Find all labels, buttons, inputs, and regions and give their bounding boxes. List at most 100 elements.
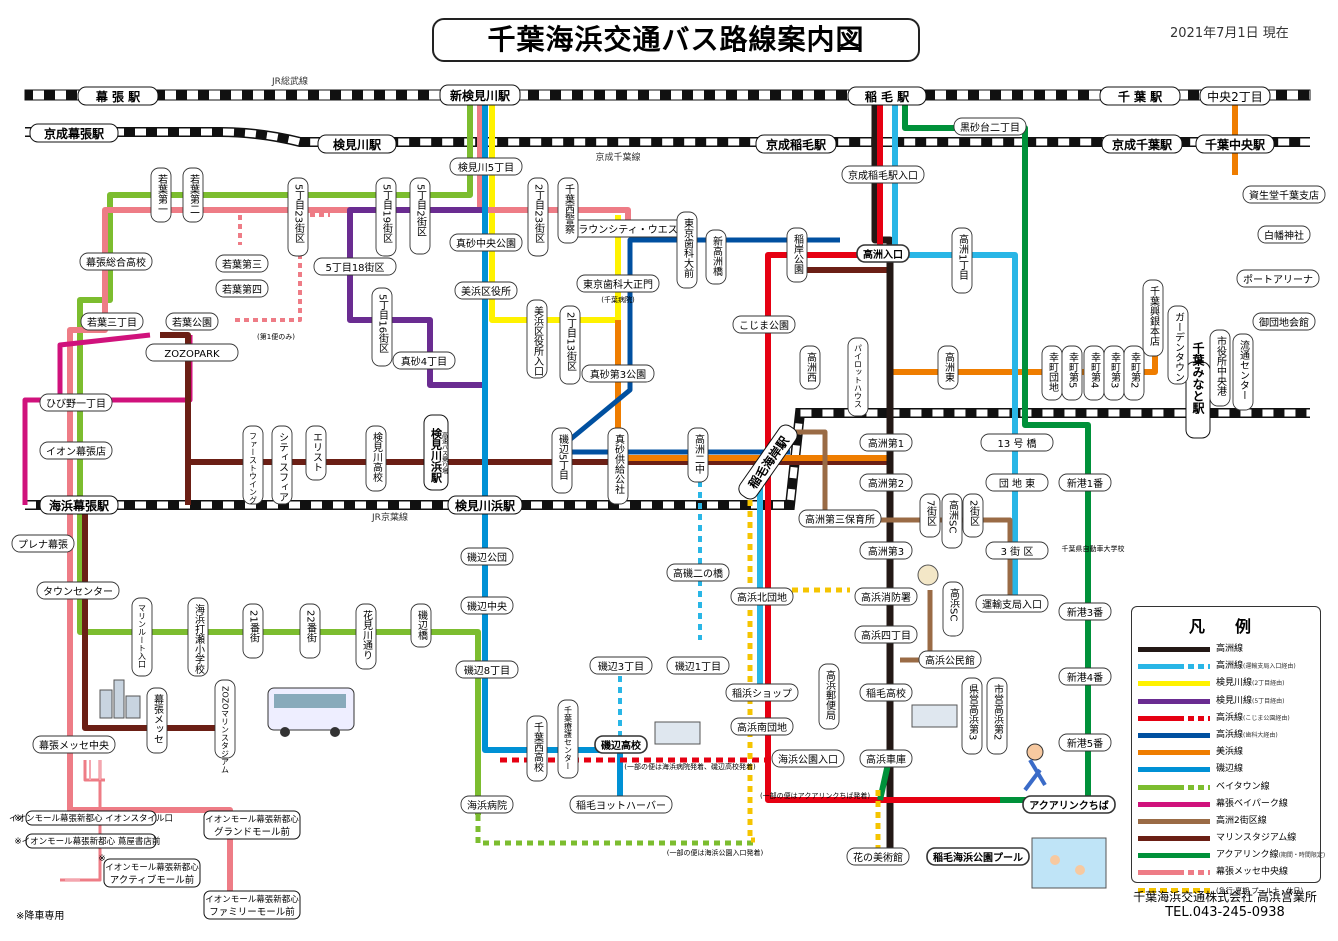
route-baytown — [77, 100, 481, 815]
stop-label: 稲毛高校 — [859, 683, 913, 702]
svg-text:ガーデンタウン: ガーデンタウン — [1173, 312, 1185, 382]
svg-text:美浜区役所: 美浜区役所 — [461, 285, 511, 298]
stop-label-vertical: 真砂供給公社 — [607, 427, 629, 505]
svg-text:高洲第2: 高洲第2 — [868, 477, 904, 490]
svg-text:海浜打瀬小学校: 海浜打瀬小学校 — [193, 603, 205, 675]
svg-text:22番街: 22番街 — [305, 610, 317, 644]
legend-row: 高洲線(運輸支局入口経由) — [1132, 658, 1320, 675]
stop-label: アクアリンクちば — [1022, 795, 1116, 814]
stop-label: 黒砂台二丁目 — [953, 117, 1027, 136]
route-dental — [553, 237, 840, 455]
svg-text:アクティブモール前: アクティブモール前 — [110, 874, 194, 886]
svg-text:若葉三丁目: 若葉三丁目 — [87, 316, 137, 329]
stop-label-vertical: 幸町第4 — [1083, 345, 1105, 401]
svg-text:稲毛高校: 稲毛高校 — [866, 687, 906, 700]
legend-label: 高洲2街区線 — [1216, 815, 1267, 826]
stop-label: 高洲第1 — [859, 433, 913, 452]
stop-label-vertical: 新高洲橋 — [705, 229, 727, 285]
stop-label-vertical: 21番街 — [242, 603, 264, 659]
legend-swatch — [1138, 870, 1210, 876]
svg-text:幕張総合高校: 幕張総合高校 — [86, 256, 146, 269]
legend-label: 高浜線(こじま公園経由) — [1216, 712, 1290, 723]
svg-text:真砂4丁目: 真砂4丁目 — [401, 355, 447, 368]
stop-label-vertical: 磯辺5丁目 — [551, 427, 573, 494]
route-takahama — [765, 100, 1040, 803]
svg-text:磯辺中央: 磯辺中央 — [467, 600, 507, 613]
building-illustration — [99, 679, 141, 719]
as-of-date: 2021年7月1日 現在 — [1170, 26, 1289, 41]
stop-label: 高浜消防署 — [854, 587, 918, 606]
stop-kemigawahama-express: 検見川浜駅 高速バス乗り場 — [423, 414, 449, 491]
svg-text:2街区: 2街区 — [968, 500, 980, 526]
footnote: ※降車専用 — [16, 911, 65, 922]
stop-label: 高洲入口 — [856, 244, 910, 263]
stop-label-vertical: 5丁目23街区 — [287, 177, 309, 257]
legend-label: 幕張ベイパーク線 — [1216, 798, 1288, 809]
stop-label-vertical: 若葉第一 — [150, 167, 172, 223]
svg-text:若葉第三: 若葉第三 — [222, 258, 262, 271]
svg-text:プレナ幕張: プレナ幕張 — [18, 538, 68, 551]
svg-text:花見川通り: 花見川通り — [361, 609, 373, 660]
svg-text:稲岸公園: 稲岸公園 — [792, 234, 804, 275]
svg-text:市役所中央港: 市役所中央港 — [1215, 335, 1227, 396]
svg-text:高浜SC: 高浜SC — [948, 587, 960, 622]
stop-label: 海浜公園入口 — [771, 749, 845, 768]
legend-row: マリンスタジアム線 — [1132, 830, 1320, 847]
stop-label: ブラウンシティ・ウエスト — [561, 219, 695, 238]
stop-label-vertical: 市役所中央港 — [1209, 329, 1231, 407]
stop-label-vertical: 幕張メッセ — [146, 687, 168, 754]
skater-illustration — [1023, 743, 1047, 792]
stop-label-vertical: 5丁目19街区 — [375, 177, 397, 257]
stop-label: 千葉県自動車大学校 — [1062, 544, 1125, 553]
svg-text:白幡神社: 白幡神社 — [1264, 229, 1304, 242]
legend-row: ベイタウン線 — [1132, 779, 1320, 796]
stop-label: 稲毛ヨットハーバー — [569, 795, 673, 814]
stop-label: 磯辺8丁目 — [455, 660, 519, 679]
legend-label: ベイタウン線 — [1216, 781, 1270, 792]
svg-text:イオンモール幕張新都心 イオンスタイル口: イオンモール幕張新都心 イオンスタイル口 — [9, 813, 173, 824]
svg-text:ZOZOマリンスタジアム: ZOZOマリンスタジアム — [221, 686, 230, 774]
stop-label: 資生堂千葉支店 — [1242, 185, 1326, 204]
stop-label: 稲浜ショップ — [725, 683, 799, 702]
stop-label-vertical: 高浜郵便局 — [818, 663, 840, 730]
legend-swatch-express — [1138, 887, 1210, 893]
stop-label-vertical: 2丁目13街区 — [559, 305, 581, 385]
stop-label-vertical: 高洲西 — [799, 345, 821, 390]
svg-text:磯辺8丁目: 磯辺8丁目 — [464, 664, 510, 677]
legend-swatch — [1138, 715, 1210, 721]
legend-row: 磯辺線 — [1132, 761, 1320, 778]
legend-title: 凡例 — [1188, 617, 1281, 636]
stop-label: こじま公園 — [732, 315, 796, 334]
svg-text:新港4番: 新港4番 — [1067, 671, 1103, 684]
svg-text:シティスフィア: シティスフィア — [277, 432, 288, 502]
stop-label-vertical: 稲岸公園 — [786, 227, 808, 283]
stop-label: 高洲第2 — [859, 473, 913, 492]
stop-label-vertical: 7街区 — [919, 493, 941, 538]
svg-text:新港5番: 新港5番 — [1067, 737, 1103, 750]
route-stadium — [82, 267, 893, 731]
company-info: 千葉海浜交通株式会社 高浜営業所 TEL.043-245-0938 — [1130, 889, 1320, 921]
svg-text:(一部の便はアクアリンクちば発着): (一部の便はアクアリンクちば発着) — [760, 791, 870, 800]
stop-label-vertical: 5丁目16街区 — [371, 287, 393, 367]
route-isobe — [482, 100, 623, 800]
svg-text:稲浜ショップ: 稲浜ショップ — [732, 688, 792, 700]
svg-text:検見川高校: 検見川高校 — [371, 431, 383, 483]
legend-row: 幕張ベイパーク線 — [1132, 796, 1320, 813]
legend-swatch — [1138, 801, 1210, 807]
svg-text:検見川5丁目: 検見川5丁目 — [458, 161, 514, 174]
svg-text:こじま公園: こじま公園 — [739, 320, 789, 332]
svg-text:千葉興銀本店: 千葉興銀本店 — [1148, 286, 1160, 347]
stop-label-vertical: 幸町第3 — [1103, 345, 1125, 401]
pool-illustration — [1031, 837, 1107, 889]
stop-label: 団 地 東 — [985, 473, 1049, 492]
legend-swatch — [1138, 853, 1210, 859]
svg-text:マリンルート入口: マリンルート入口 — [138, 604, 147, 668]
stop-label: 高浜四丁目 — [854, 625, 918, 644]
bus-illustration — [267, 687, 355, 737]
stop-label: 高洲第3 — [859, 541, 913, 560]
stop-label: 新港3番 — [1058, 602, 1112, 621]
svg-text:イオンモール幕張新都心: イオンモール幕張新都心 — [205, 894, 299, 905]
pink-arrows — [65, 760, 101, 881]
svg-text:幸町第2: 幸町第2 — [1129, 352, 1141, 389]
